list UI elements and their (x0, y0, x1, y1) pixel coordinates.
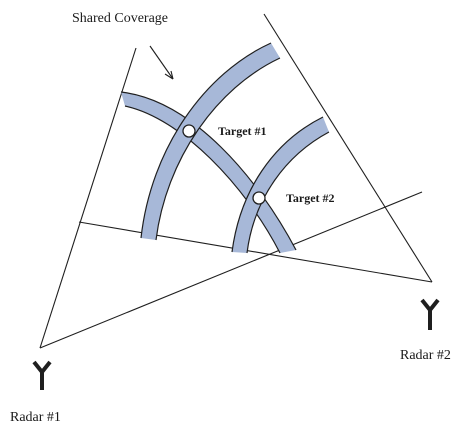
radar-1-label: Radar #1 (10, 410, 61, 425)
shared-coverage-label: Shared Coverage (72, 11, 168, 26)
radar-2-range-bands (120, 91, 297, 254)
radar-2-beam-left (78, 221, 433, 283)
radar-1-outer-band (141, 43, 280, 240)
target-1-label: Target #1 (218, 124, 267, 138)
target-1-marker (182, 124, 196, 138)
shared-coverage-arrow (149, 45, 174, 80)
antenna-icon (420, 298, 440, 330)
radar-1-range-bands (140, 42, 330, 254)
target-2-label: Target #2 (286, 191, 335, 205)
radar-2-beam-right (263, 13, 433, 283)
radar-2-outer-band (121, 92, 296, 253)
antenna-icon (32, 360, 52, 390)
radar-1-inner-band (232, 117, 329, 253)
radar-2-label: Radar #2 (400, 348, 451, 363)
radar-1-beam-left (39, 47, 137, 349)
radar-1-beam-right (39, 191, 423, 349)
target-2-marker (252, 191, 266, 205)
